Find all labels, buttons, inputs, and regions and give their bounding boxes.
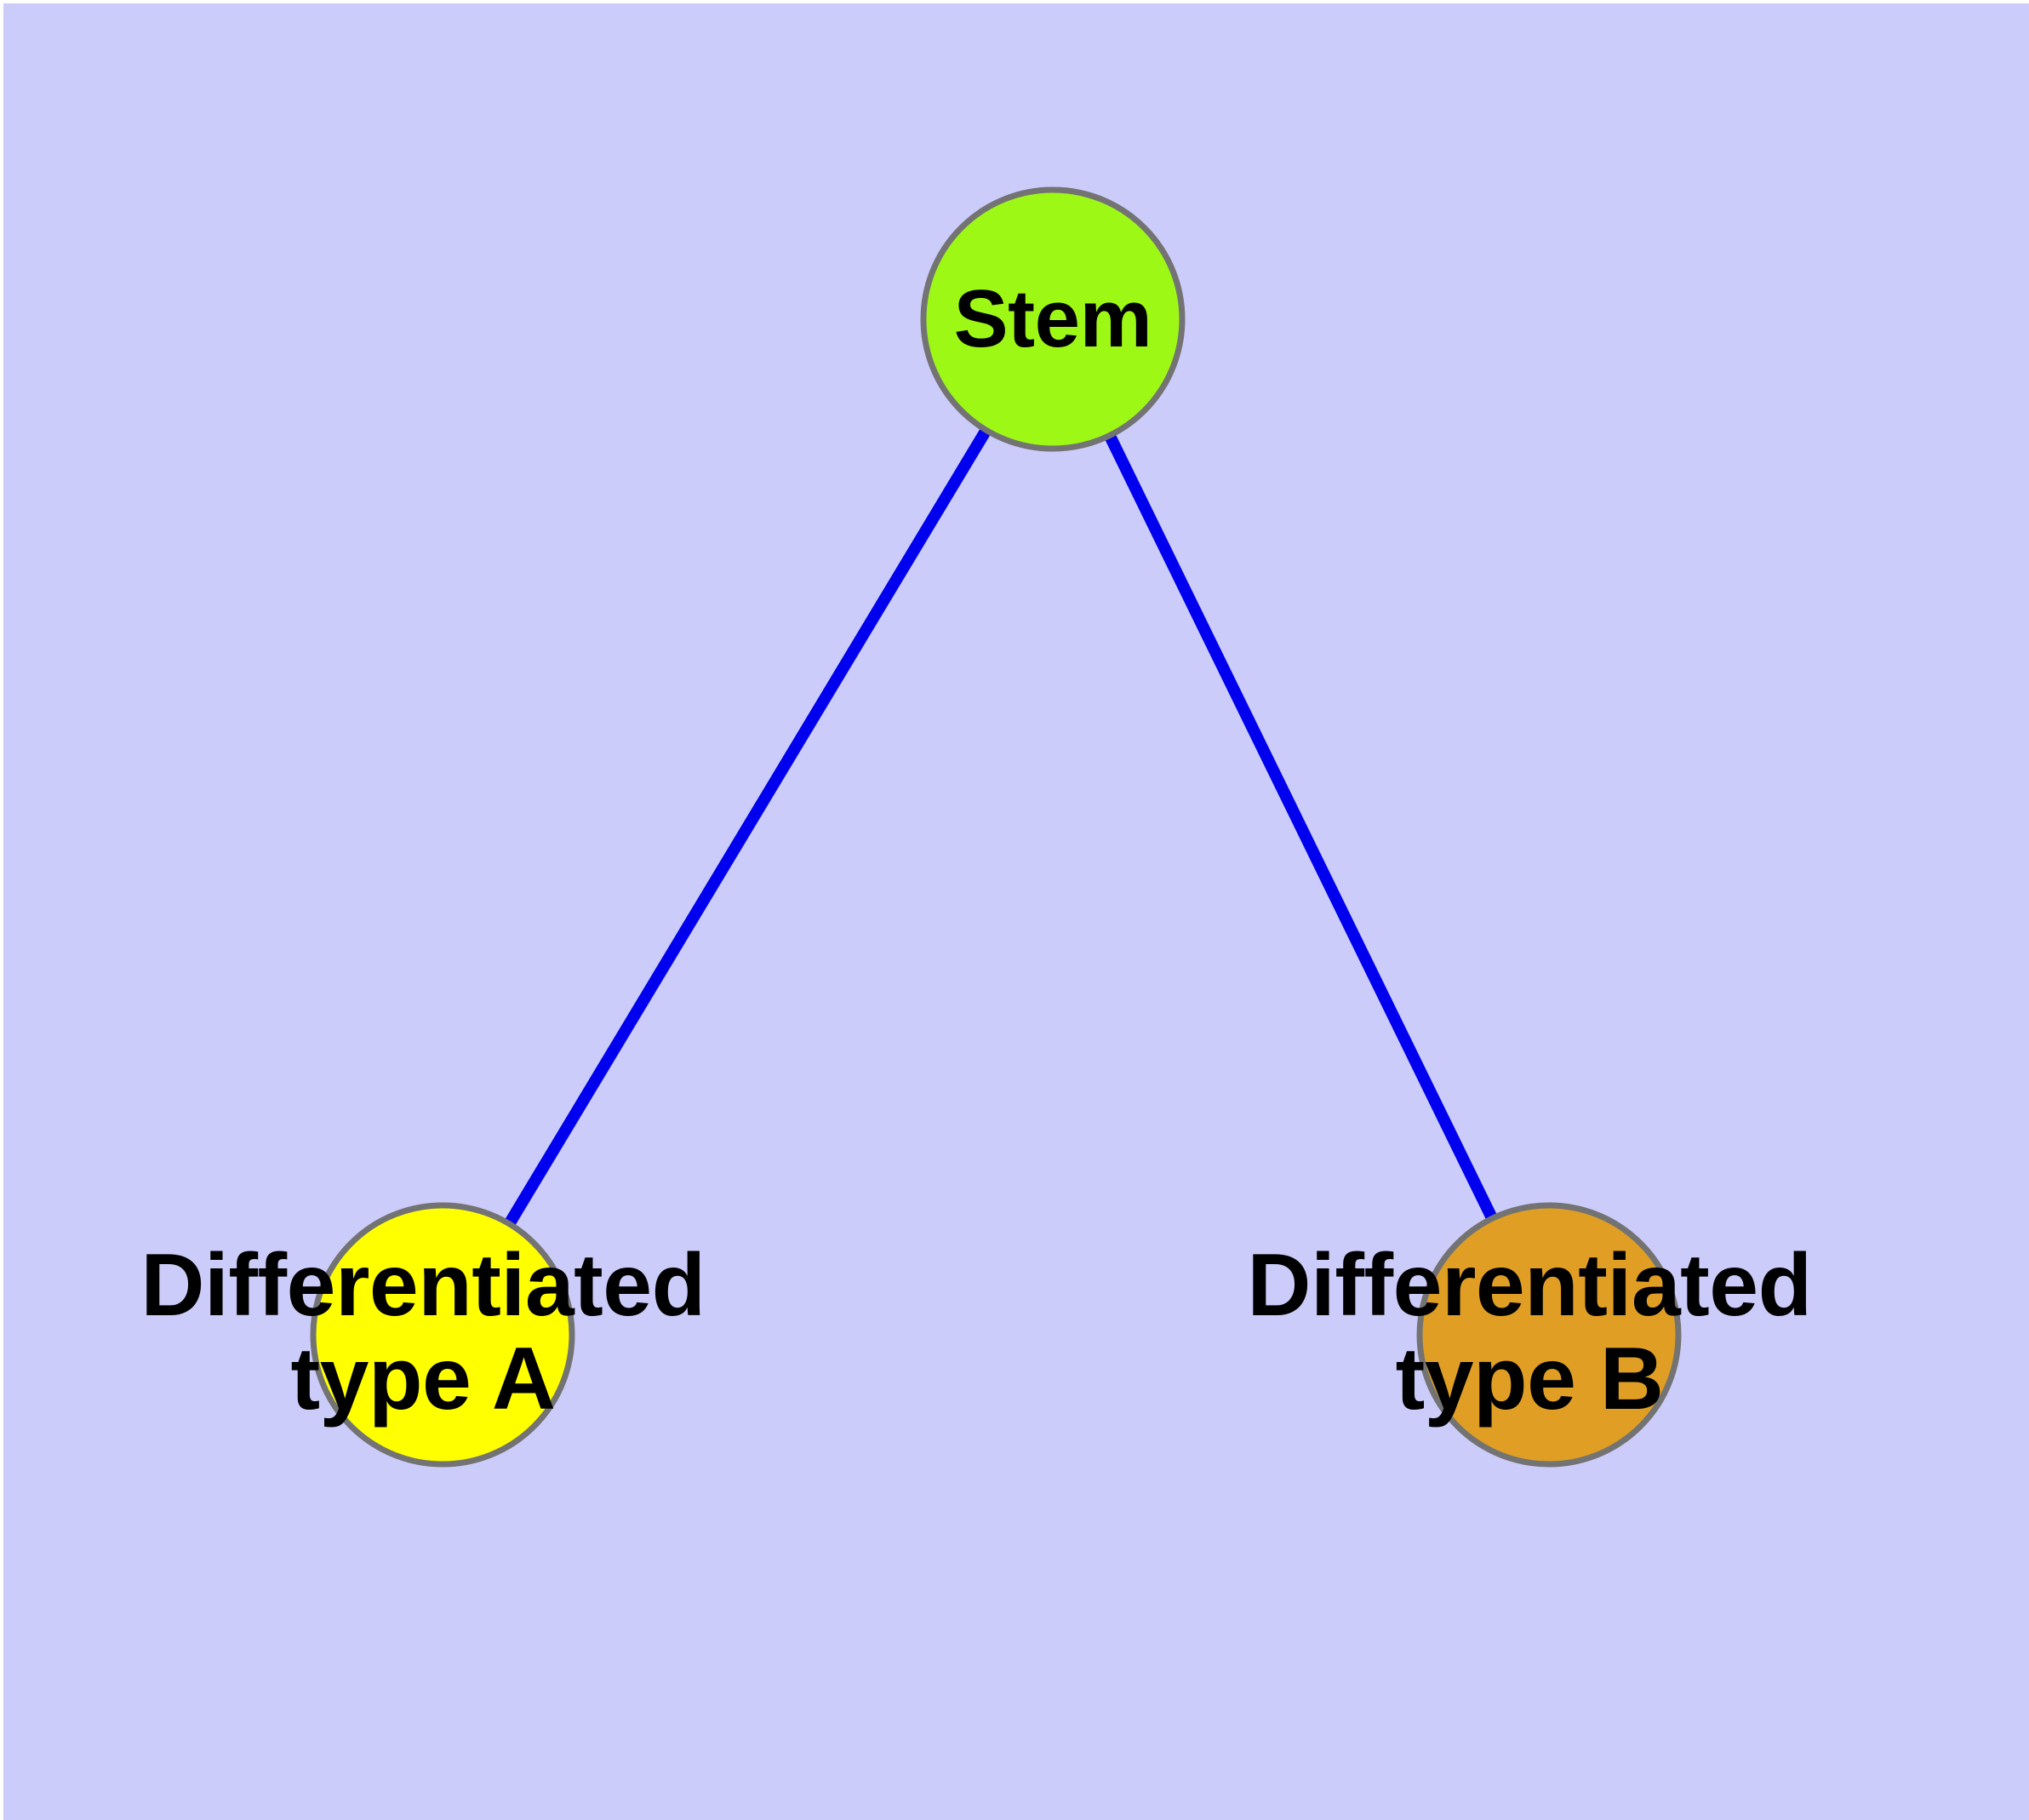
edge-stem-to-diff-b [1047,316,1555,1338]
nodes-group [310,186,1682,1468]
node-circle-stem[interactable] [920,186,1186,452]
edges-group [437,316,1555,1338]
edge-stem-to-diff-a [437,316,1058,1338]
node-circle-diff-b[interactable] [1416,1202,1682,1468]
node-circle-diff-a[interactable] [310,1202,575,1468]
